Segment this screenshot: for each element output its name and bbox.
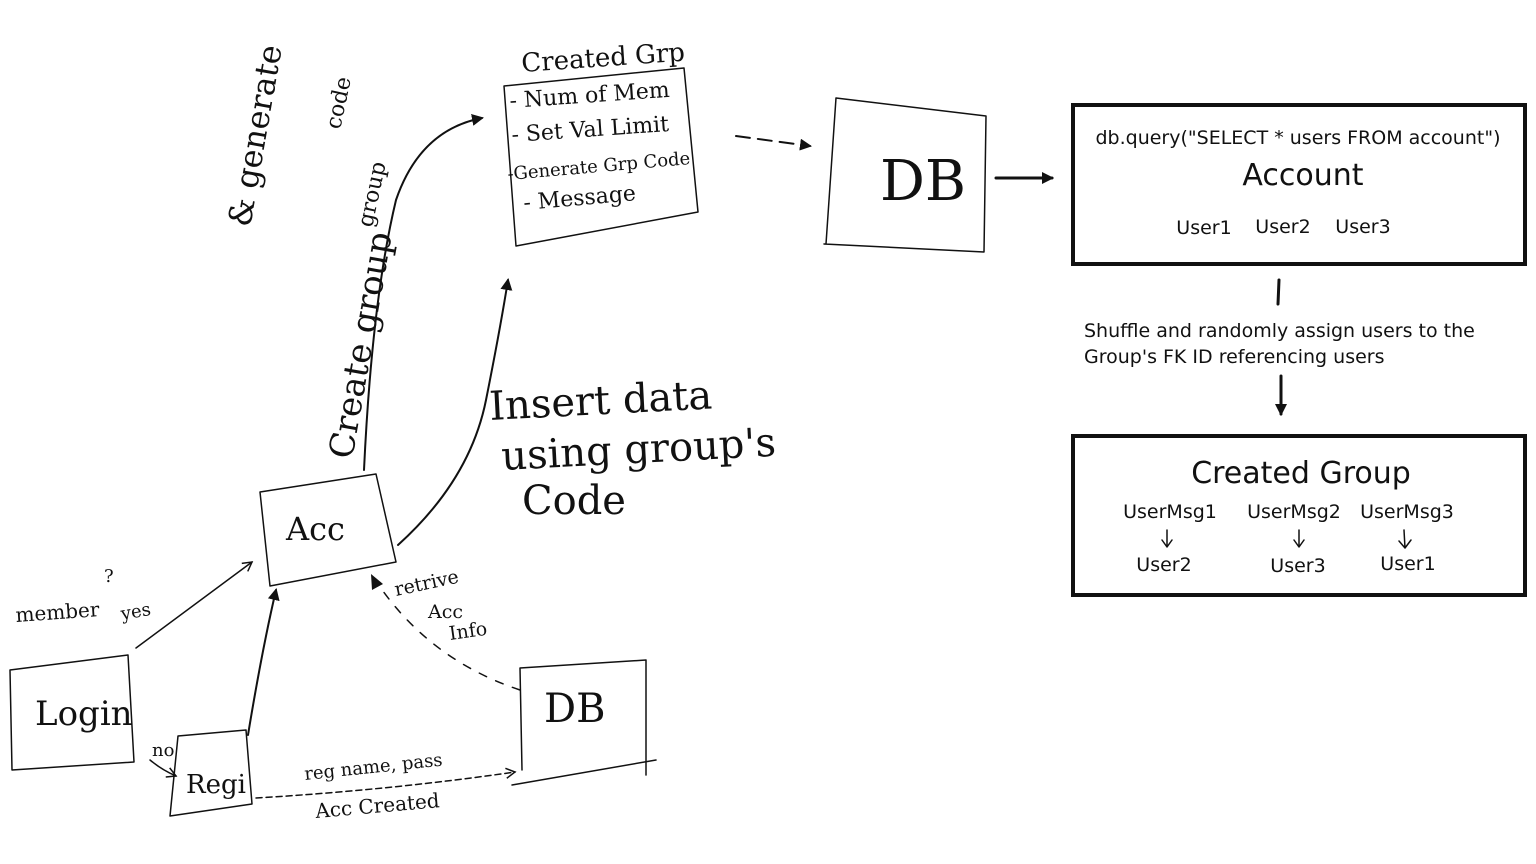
account-to-shuffle-line: [1276, 278, 1281, 306]
db-to-acc-retrieve-line: [377, 583, 521, 691]
retrieve-arrowhead: [371, 574, 383, 590]
acc-label: Acc: [285, 510, 345, 548]
account-user-1: User1: [1176, 217, 1231, 239]
created-group-map-arrow-3: [1398, 529, 1412, 549]
created-grp-item-4: - Message: [522, 181, 637, 216]
regi-to-acc-arrow: [247, 588, 280, 736]
created-grp-item-2: - Set Val Limit: [511, 112, 670, 148]
created-group-msg-2: UserMsg2: [1247, 501, 1341, 523]
retrieve-label-3: Info: [448, 618, 489, 645]
account-user-2: User2: [1255, 216, 1310, 238]
created-group-box: Created Group UserMsg1 UserMsg2 UserMsg3…: [1071, 434, 1527, 597]
generate-code-label-3: code: [321, 75, 356, 132]
member-question-mark: ?: [104, 566, 114, 587]
shuffle-text-2: Group's FK ID referencing users: [1084, 346, 1385, 368]
acc-to-created-grp-arrow: [363, 114, 484, 471]
member-label: member: [15, 597, 101, 627]
account-user-3: User3: [1335, 216, 1390, 238]
created-group-msg-1: UserMsg1: [1123, 501, 1217, 523]
reg-edge-label: reg name, pass: [303, 750, 443, 785]
regi-label: Regi: [186, 770, 246, 800]
created-group-user-2: User3: [1270, 555, 1325, 577]
acc-to-insert-arrow: [397, 278, 513, 546]
created-group-map-arrow-2: [1293, 529, 1305, 548]
created-group-user-3: User1: [1380, 553, 1435, 575]
db-top-label: DB: [880, 149, 966, 214]
db-top-node: DB: [823, 97, 987, 253]
insert-label-2: using group's: [500, 420, 777, 480]
generate-code-label-2: group: [353, 159, 391, 229]
retrieve-label-1: retrive: [392, 566, 460, 601]
created-grp-item-3: -Generate Grp Code: [507, 148, 691, 185]
create-group-label: Create group: [321, 229, 400, 462]
yes-label: yes: [118, 599, 152, 625]
shuffle-text-1: Shuffle and randomly assign users to the: [1084, 320, 1475, 342]
insert-label-3: Code: [522, 478, 626, 524]
created-group-user-1: User2: [1136, 554, 1191, 576]
created-grp-title: Created Grp: [520, 38, 685, 79]
created-group-title: Created Group: [1191, 456, 1411, 491]
account-box: db.query("SELECT * users FROM account") …: [1071, 103, 1527, 266]
login-label: Login: [35, 694, 133, 734]
regi-to-db-arrow: [255, 767, 517, 799]
db-bottom-node: DB: [511, 659, 657, 786]
retrieve-label-2: Acc: [427, 601, 463, 623]
created-group-msg-3: UserMsg3: [1360, 501, 1454, 523]
acc-created-label: Acc Created: [313, 788, 440, 823]
account-title: Account: [1242, 158, 1363, 193]
login-node: Login: [9, 654, 135, 771]
no-label: no: [152, 740, 174, 761]
created-grp-note: Created Grp - Num of Mem - Set Val Limit…: [503, 38, 699, 247]
account-query: db.query("SELECT * users FROM account"): [1095, 127, 1500, 149]
generate-code-label-1: & generate: [220, 42, 289, 230]
created-grp-to-db-arrow: [735, 135, 812, 151]
regi-node: Regi: [169, 729, 253, 817]
db-bottom-label: DB: [544, 686, 605, 732]
login-to-acc-arrow: [135, 561, 254, 649]
created-group-map-arrow-1: [1161, 529, 1173, 548]
insert-label-1: Insert data: [488, 372, 713, 430]
login-to-regi-arrow: [149, 759, 178, 778]
acc-node: Acc: [259, 473, 397, 587]
